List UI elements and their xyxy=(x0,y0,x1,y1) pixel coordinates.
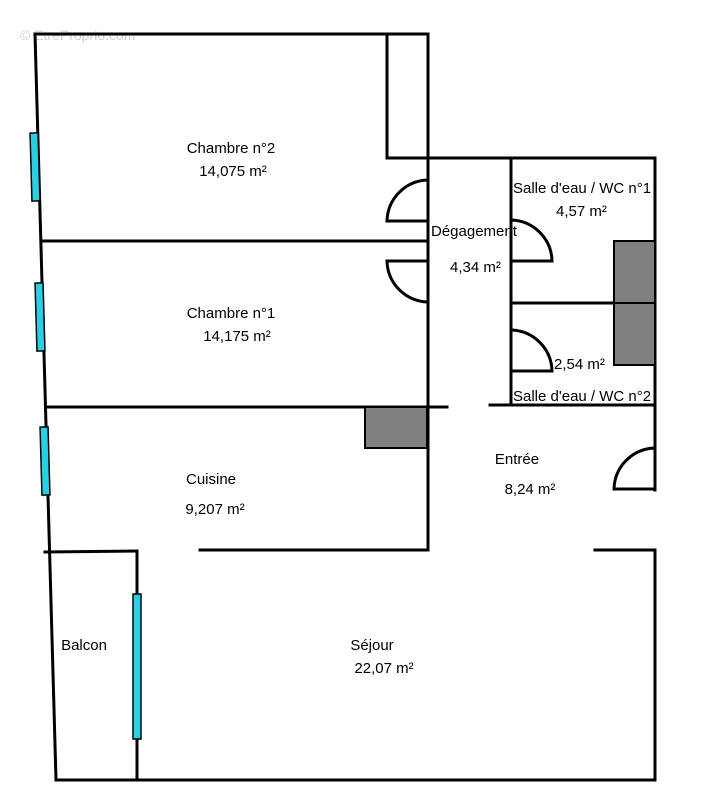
windows xyxy=(29,132,142,740)
door-sde1 xyxy=(509,218,554,263)
label-sde2-area: 2,54 m² xyxy=(554,356,605,373)
window-chambre2 xyxy=(29,132,41,202)
door-entree xyxy=(612,446,657,491)
label-entree-area: 8,24 m² xyxy=(505,481,556,498)
label-sde2-name: Salle d'eau / WC n°2 xyxy=(513,388,651,405)
shaft-bath-lower xyxy=(613,302,656,366)
label-cuisine-area: 9,207 m² xyxy=(185,501,244,518)
label-sde1-name: Salle d'eau / WC n°1 xyxy=(513,180,651,197)
shaft-kitchen xyxy=(364,406,428,449)
shaft-bath-upper xyxy=(613,240,656,304)
label-sejour-area: 22,07 m² xyxy=(354,660,413,677)
label-degagement-name: Dégagement xyxy=(431,223,518,240)
window-sejour xyxy=(132,593,142,740)
label-entree-name: Entrée xyxy=(495,451,539,468)
door-sde2 xyxy=(509,328,554,373)
label-chambre1-name: Chambre n°1 xyxy=(187,305,276,322)
door-chambre1 xyxy=(385,259,430,304)
door-chambre2 xyxy=(385,178,430,223)
label-sde1-area: 4,57 m² xyxy=(556,203,607,220)
label-chambre2-name: Chambre n°2 xyxy=(187,140,276,157)
doors xyxy=(385,178,657,491)
label-chambre1-area: 14,175 m² xyxy=(203,328,271,345)
window-chambre1 xyxy=(34,282,46,352)
label-sejour-name: Séjour xyxy=(350,637,393,654)
label-chambre2-area: 14,075 m² xyxy=(199,163,267,180)
shafts xyxy=(364,240,656,449)
label-degagement-area: 4,34 m² xyxy=(450,259,501,276)
label-cuisine-name: Cuisine xyxy=(186,471,236,488)
label-balcon-name: Balcon xyxy=(61,637,107,654)
balcony-top-wall xyxy=(43,549,139,554)
room-labels: Chambre n°2 14,075 m² Chambre n°1 14,175… xyxy=(61,140,651,677)
window-cuisine xyxy=(39,426,51,496)
